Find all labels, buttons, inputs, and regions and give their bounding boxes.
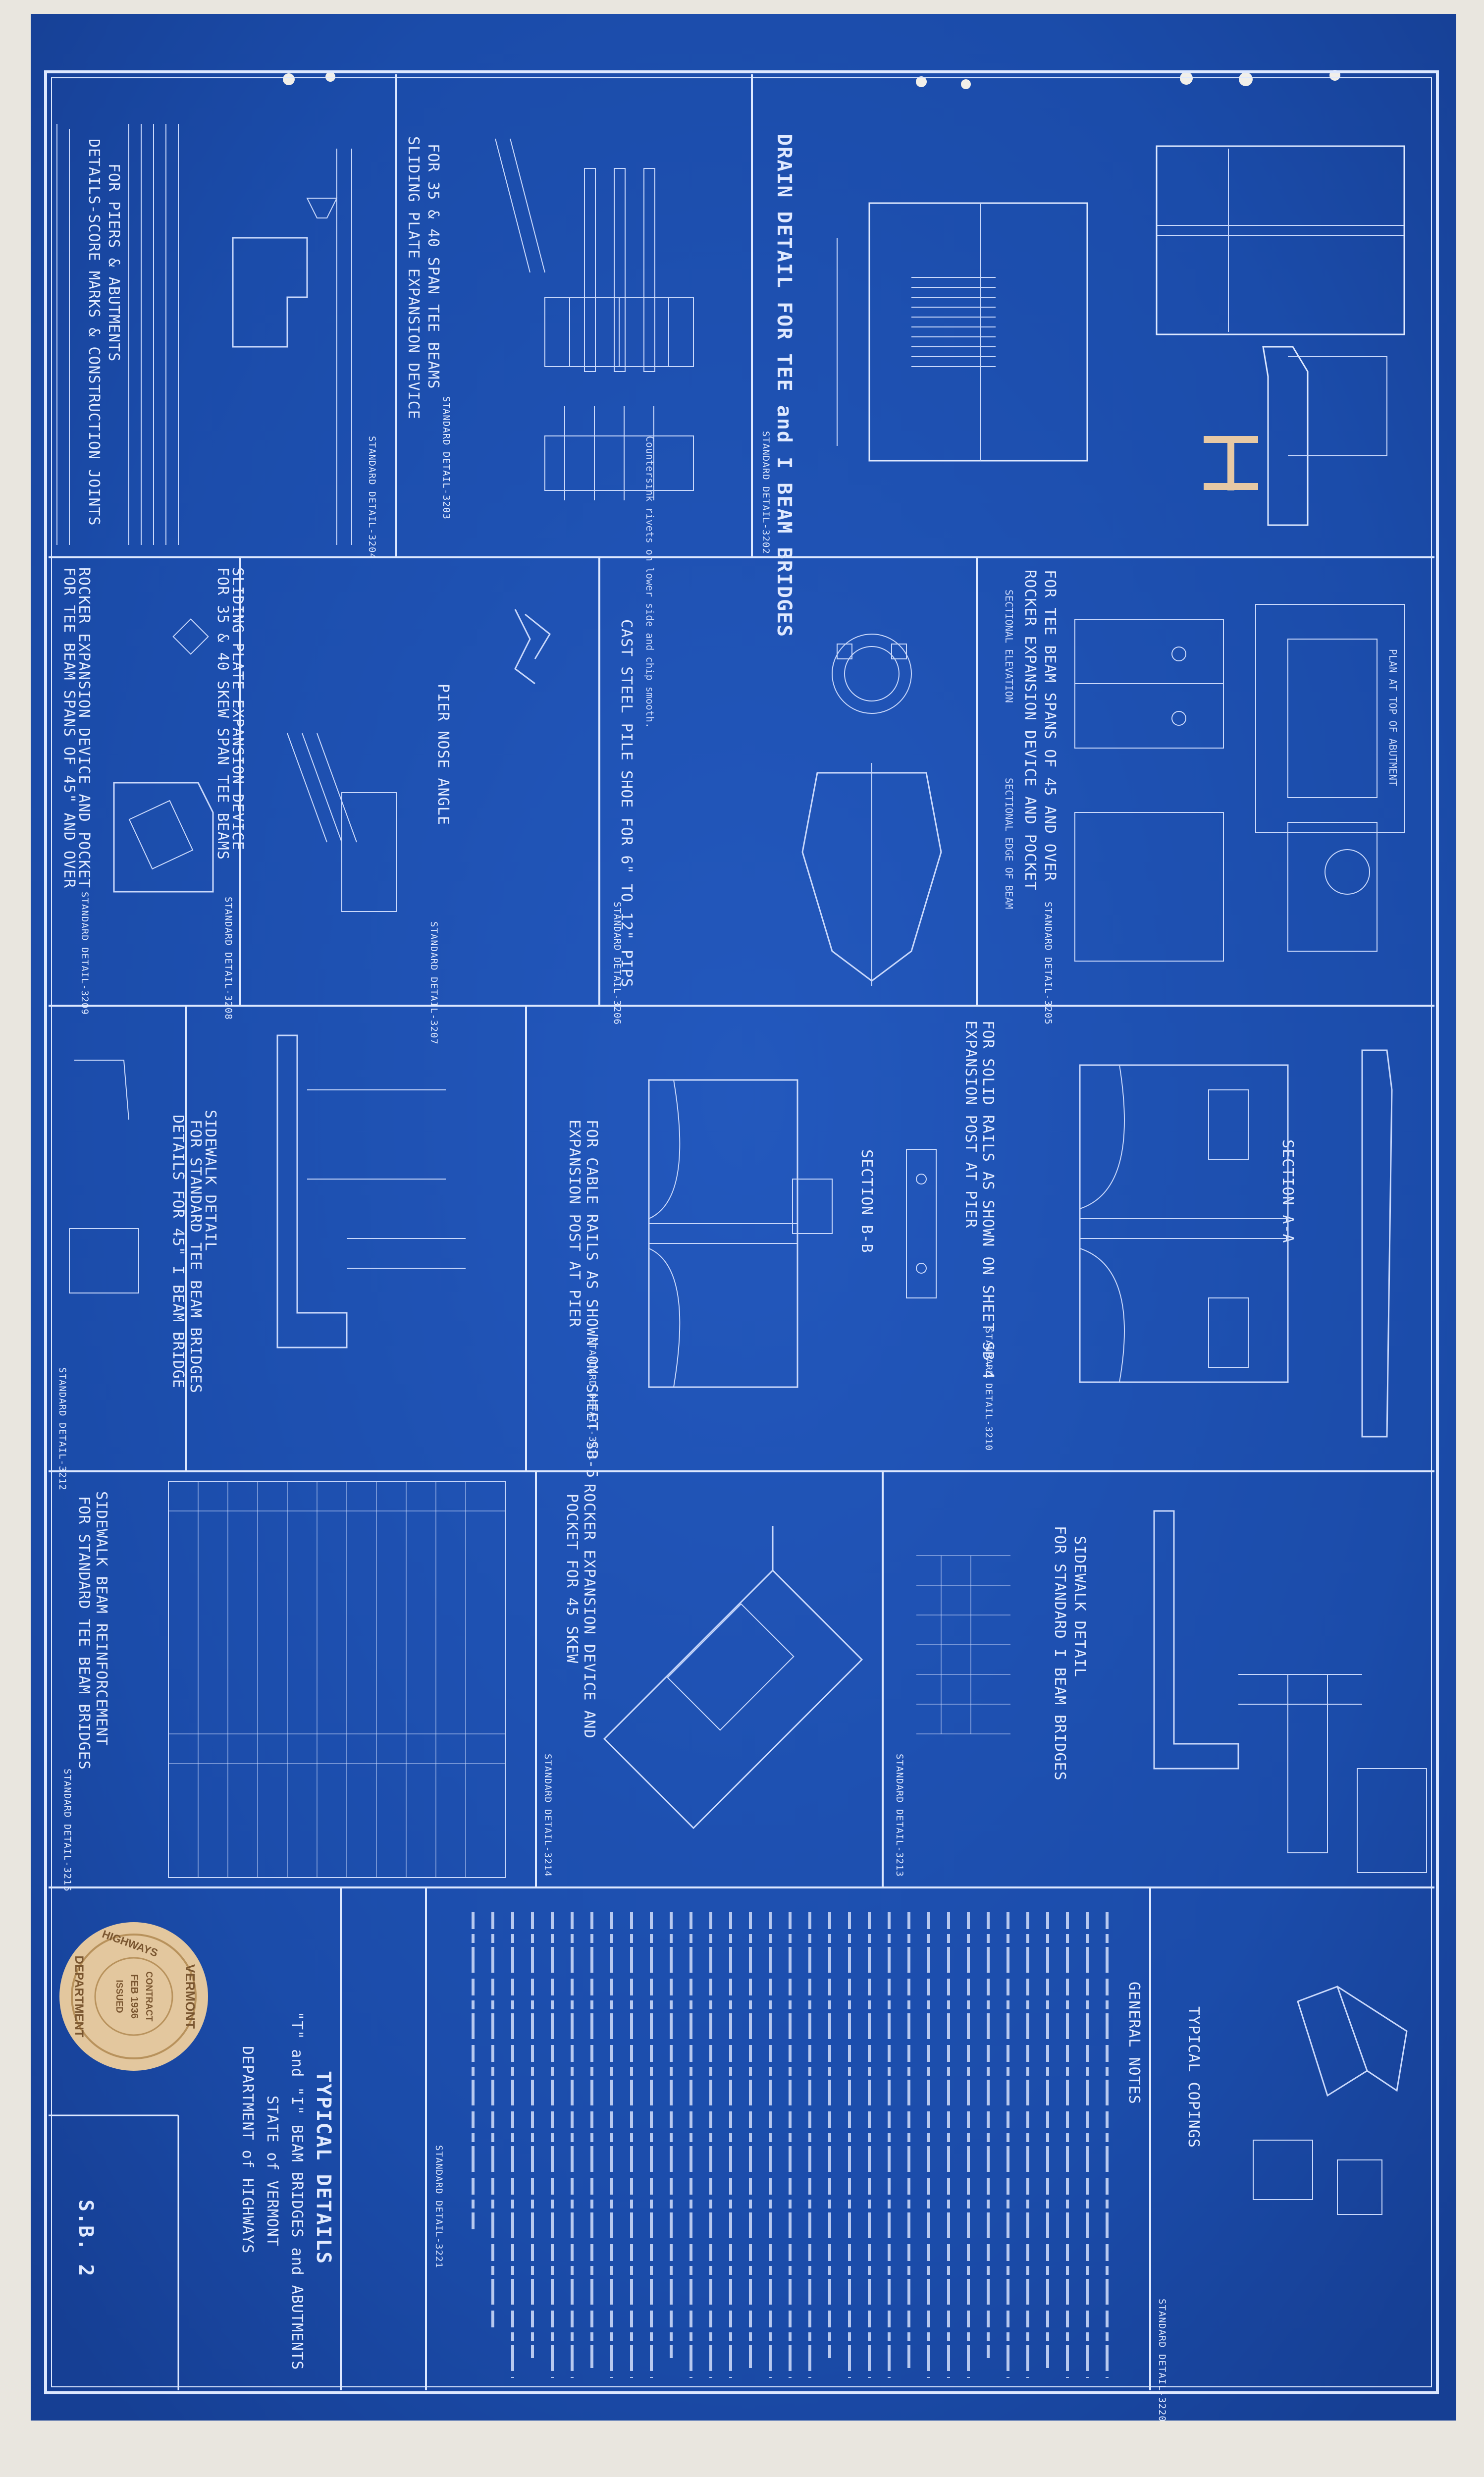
panel-grid [49,74,1434,2390]
copings-title: TYPICAL COPINGS [1185,2006,1202,2148]
drain-title: DRAIN DETAIL FOR TEE and I BEAM BRIDGES [773,134,795,638]
sliding-title-1: SLIDING PLATE EXPANSION DEVICE [405,136,422,420]
rocker-skew-title-1: ROCKER EXPANSION DEVICE AND POCKET [75,567,93,888]
title-line-4: DEPARTMENT of HIGHWAYS [239,2046,256,2254]
sidewalk-tee-title-3: DETAILS FOR 45" I BEAM BRIDGE [169,1115,187,1389]
seal-line-3: ISSUED [114,1980,124,2013]
rocker-45-panel: ROCKER EXPANSION DEVICE AND POCKET FOR 4… [542,1484,863,1877]
pile-shoe-panel: CAST STEEL PILE SHOE FOR 6" TO 12" PIPS … [612,619,942,1025]
score-marks-panel: DETAILS-SCORE MARKS & CONSTRUCTION JOINT… [56,124,377,559]
rocker-skew-panel: ROCKER EXPANSION DEVICE AND POCKET FOR T… [60,567,214,1015]
expansion-post-pier-panel: EXPANSION POST AT PIER FOR SOLID RAILS A… [962,1021,1393,1451]
drain-std: STANDARD DETAIL-3202 [760,431,771,554]
general-notes-panel: GENERAL NOTES STANDARD DETAIL-3221 [433,1912,1143,2378]
notes-std: STANDARD DETAIL-3221 [433,2145,444,2268]
pile-title: CAST STEEL PILE SHOE FOR 6" TO 12" PIPS [618,619,635,987]
seal-ring-bottom: DEPARTMENT [72,1956,86,2038]
sidewalk-tee-std: STANDARD DETAIL-3212 [57,1367,68,1491]
rocker-skew-title-2: FOR TEE BEAM SPANS OF 45" AND OVER [60,567,78,888]
rocker1-title-1: ROCKER EXPANSION DEVICE AND POCKET [1021,570,1039,891]
exp-post-std: STANDARD DETAIL-3210 [983,1328,994,1451]
exp-post-title-2: FOR SOLID RAILS AS SHOWN ON SHEET SB-4 [979,1021,997,1379]
sliding-note: Countersink rivets on lower side and chi… [644,436,656,728]
notes-text-lines [472,1912,1109,2378]
blueprint-area [31,14,1456,2421]
rocker1-title-2: FOR TEE BEAM SPANS OF 45 AND OVER [1041,570,1059,881]
exp-cable-std: STANDARD DETAIL-3211 [587,1338,598,1461]
reinf-title-2: FOR STANDARD TEE BEAM BRIDGES [75,1496,93,1770]
rocker-expansion-panel: ROCKER EXPANSION DEVICE AND POCKET FOR T… [1003,570,1405,1025]
reinf-title-1: SIDEWALK BEAM REINFORCEMENT [93,1491,110,1746]
contract-seal: VERMONT HIGHWAYS DEPARTMENT CONTRACT FEB… [59,1922,208,2071]
exp-cable-section: SECTION B-B [858,1149,875,1253]
rocker45-title-1: ROCKER EXPANSION DEVICE AND [581,1484,598,1739]
sidewalk-ibeam-title-1: SIDEWALK DETAIL [1071,1536,1088,1677]
drain-detail-panel: DRAIN DETAIL FOR TEE and I BEAM BRIDGES … [760,134,1405,638]
sliding-std: STANDARD DETAIL-3203 [441,396,452,520]
sidewalk-ibeam-panel: SIDEWALK DETAIL FOR STANDARD I BEAM BRID… [894,1510,1427,1877]
sliding-skew-panel: SLIDING PLATE EXPANSION DEVICE FOR 35 & … [214,567,397,1020]
seal-line-2: FEB 1936 [129,1974,140,2019]
rocker1-label-1: SECTIONAL ELEVATION [1003,590,1015,703]
copings-panel: TYPICAL COPINGS STANDARD DETAIL-3220 [1157,1986,1408,2422]
pile-std: STANDARD DETAIL-3206 [612,902,623,1025]
scoring-std: STANDARD DETAIL-3204 [367,436,377,559]
title-line-1: TYPICAL DETAILS [312,2071,335,2264]
title-line-3: STATE of VERMONT [264,2096,281,2247]
reinf-std: STANDARD DETAIL-3215 [62,1769,73,1892]
sidewalk-tee-panel: SIDEWALK DETAIL FOR STANDARD TEE BEAM BR… [57,1034,466,1491]
rocker45-std: STANDARD DETAIL-3214 [542,1754,553,1877]
sidewalk-tee-title-1: SIDEWALK DETAIL [202,1110,219,1251]
scoring-title-1: DETAILS-SCORE MARKS & CONSTRUCTION JOINT… [85,139,103,526]
exp-cable-title-1: EXPANSION POST AT PIER [566,1120,583,1327]
sidewalk-ibeam-std: STANDARD DETAIL-3213 [894,1754,905,1877]
notes-title: GENERAL NOTES [1125,1982,1143,2104]
pier-nose-panel: PIER NOSE ANGLE STANDARD DETAIL-3207 [428,609,551,1045]
pier-nose-title: PIER NOSE ANGLE [434,684,452,825]
seal-ring-top: VERMONT [183,1964,198,2029]
exp-post-title-1: EXPANSION POST AT PIER [962,1021,979,1228]
rocker1-std: STANDARD DETAIL-3205 [1043,902,1054,1025]
exp-cable-title-2: FOR CABLE RAILS AS SHOWN ON SHEET SB-5 [583,1120,600,1478]
sliding-skew-std: STANDARD DETAIL-3208 [223,897,234,1020]
pier-nose-std: STANDARD DETAIL-3207 [428,921,439,1045]
copings-std: STANDARD DETAIL-3220 [1157,2299,1167,2422]
rocker1-label-2: SECTIONAL EDGE OF BEAM [1003,778,1015,909]
expansion-post-cable-panel: EXPANSION POST AT PIER FOR CABLE RAILS A… [566,1079,937,1478]
rocker45-title-2: POCKET FOR 45 SKEW [563,1494,581,1664]
title-block: TYPICAL DETAILS "T" and "I" BEAM BRIDGES… [49,1922,335,2390]
rocker1-label-3: PLAN AT TOP OF ABUTMENT [1387,649,1399,786]
sliding-plate-panel: SLIDING PLATE EXPANSION DEVICE FOR 35 & … [405,136,694,728]
title-line-2: "T" and "I" BEAM BRIDGES and ABUTMENTS [288,2011,306,2370]
scoring-title-2: FOR PIERS & ABUTMENTS [105,163,122,362]
rocker-skew-std: STANDARD DETAIL-3209 [79,892,90,1015]
outer-border [44,70,1439,2394]
sheet-number: S.B. 2 [74,2200,97,2277]
sliding-title-2: FOR 35 & 40 SPAN TEE BEAMS [424,144,442,389]
reinforcement-panel: SIDEWALK BEAM REINFORCEMENT FOR STANDARD… [62,1481,506,1892]
seal-line-1: CONTRACT [144,1972,154,2022]
sliding-skew-title-2: FOR 35 & 40 SKEW SPAN TEE BEAMS [214,567,231,860]
sidewalk-tee-title-2: FOR STANDARD TEE BEAM BRIDGES [187,1120,204,1394]
sliding-skew-title-1: SLIDING PLATE EXPANSION DEVICE [229,567,246,851]
sidewalk-ibeam-title-2: FOR STANDARD I BEAM BRIDGES [1051,1526,1068,1781]
